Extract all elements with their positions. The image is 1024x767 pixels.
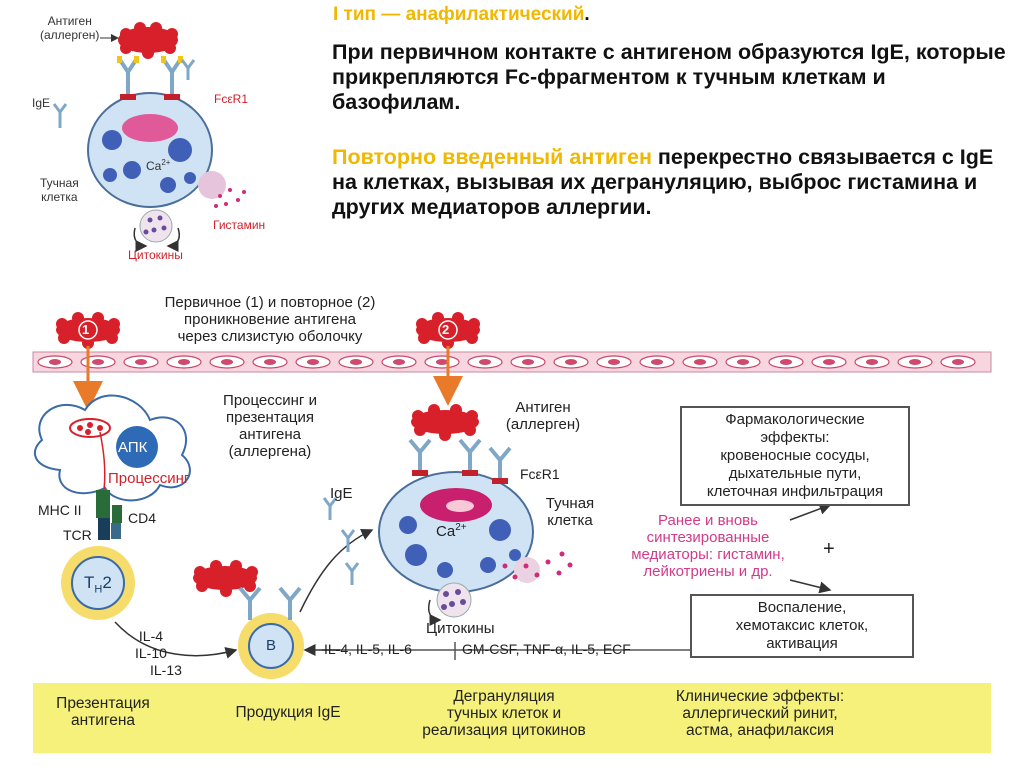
gm-csf-label: GM-CSF, TNF-α, IL-5, ECF — [462, 641, 631, 657]
antigen-1-icon — [56, 312, 120, 349]
b-receptors — [238, 586, 302, 620]
small-antigen-label: Антиген(аллерген) — [40, 14, 100, 42]
th2-label: TH2 — [84, 573, 112, 596]
small-ige-icon — [52, 59, 196, 128]
stage-clinical-effects: Клинические эффекты:аллергический ринит,… — [675, 688, 845, 739]
antigen-label: Антиген(аллерген) — [505, 399, 581, 433]
small-mast-cell — [87, 92, 213, 208]
marker-1: 1 — [82, 322, 90, 337]
plus-sign: + — [823, 538, 835, 560]
epithelium — [32, 351, 992, 373]
entry-caption: Первичное (1) и повторное (2)проникновен… — [164, 294, 376, 345]
section-title: I тип — анафилактический. — [333, 4, 590, 25]
highlight-text: Повторно введенный антиген — [332, 145, 652, 169]
small-antigen-icon — [118, 22, 178, 59]
il-b-label: IL-4, IL-5, IL-6 — [324, 641, 412, 657]
mhc-receptor — [96, 490, 110, 518]
mechanism-paragraph: Повторно введенный антиген перекрестно с… — [332, 145, 994, 219]
small-histamine-label: Гистамин — [213, 218, 266, 232]
fcer1-label: FcεR1 — [520, 466, 560, 482]
tcr-label: TCR — [63, 527, 92, 543]
small-ige-receptors — [118, 58, 182, 95]
stage-ige-production: Продукция IgE — [235, 704, 341, 721]
tcr-receptor — [98, 518, 110, 540]
antigen-2-icon — [416, 312, 480, 349]
intro-paragraph: При первичном контакте с антигеном образ… — [332, 40, 1006, 114]
free-ige-icon — [322, 497, 360, 585]
small-cytokines-label: Цитокины — [128, 248, 183, 262]
cd4-label: CD4 — [128, 510, 157, 526]
inflammation-box: Воспаление,хемотаксис клеток,активация — [690, 594, 914, 658]
b-cell-label: B — [266, 637, 277, 654]
processing-label: Процессинг — [108, 470, 190, 487]
apc-label: АПК — [118, 439, 148, 456]
b-antigen-icon — [193, 560, 258, 597]
cytokines-label: Цитокины — [426, 620, 495, 637]
mhc-label: MHC II — [38, 502, 82, 518]
small-nucleus — [122, 114, 178, 142]
small-figure — [52, 22, 246, 252]
stages-band — [33, 683, 991, 753]
small-ca-label: Ca2+ — [146, 158, 171, 173]
marker-2: 2 — [442, 322, 450, 337]
ige-label: IgE — [330, 485, 353, 502]
mast-receptors — [408, 438, 512, 480]
small-ige-label: IgE — [32, 96, 51, 110]
small-fcer1-label: FcεR1 — [214, 92, 249, 106]
mast-ca-label: Ca2+ — [436, 522, 467, 540]
apc-nucleus — [116, 426, 158, 468]
mast-antigen-icon — [411, 404, 479, 441]
